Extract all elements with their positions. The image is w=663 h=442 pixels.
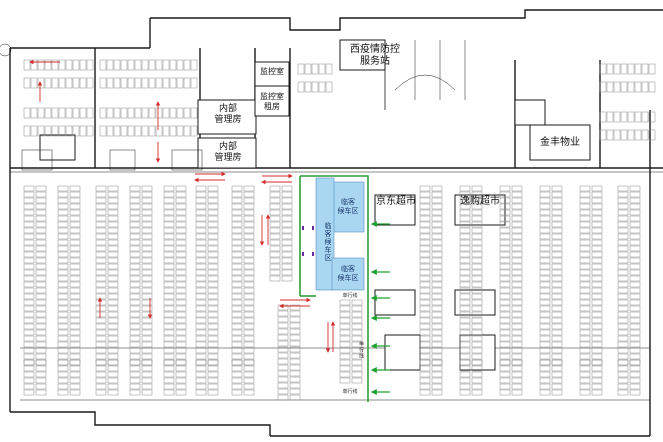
pickup-zone-bottom-label: 临客 候车区 — [337, 265, 359, 282]
jd-supermarket-label: 京东超市 — [376, 196, 416, 207]
one-way-label-2: 单行线 — [358, 341, 364, 359]
epidemic-station-label: 西疫情防控 服务站 — [350, 44, 400, 67]
pickup-zone-top-label: 临客 候车区 — [337, 198, 359, 215]
corridor-markers — [302, 226, 314, 256]
architectural-details — [0, 40, 466, 171]
one-way-label-3: 单行线 — [342, 389, 358, 395]
internal-room-label-2: 内部 管理房 — [214, 142, 242, 163]
pickup-zone-vertical-area — [315, 177, 335, 291]
entry-arrows — [370, 221, 390, 395]
room-blocks — [39, 39, 591, 371]
pickup-zone-vertical-label: 临客候车区 — [324, 222, 332, 262]
traffic-direction-arrows — [29, 59, 336, 353]
jinfeng-property-label: 金丰物业 — [540, 137, 580, 148]
pickup-zones — [315, 177, 365, 291]
parking-stalls — [23, 59, 656, 401]
one-way-label-1: 单行线 — [342, 293, 358, 299]
monitor-room-label: 监控室 — [260, 67, 284, 76]
green-route — [299, 175, 369, 402]
monitor-room-rental-label: 监控室 租房 — [260, 92, 284, 111]
internal-room-label-1: 内部 管理房 — [214, 104, 242, 125]
pickup-zone-top-area — [331, 181, 365, 233]
pickup-zone-bottom-area — [331, 257, 365, 291]
yigou-supermarket-label: 逸购超市 — [460, 196, 500, 207]
